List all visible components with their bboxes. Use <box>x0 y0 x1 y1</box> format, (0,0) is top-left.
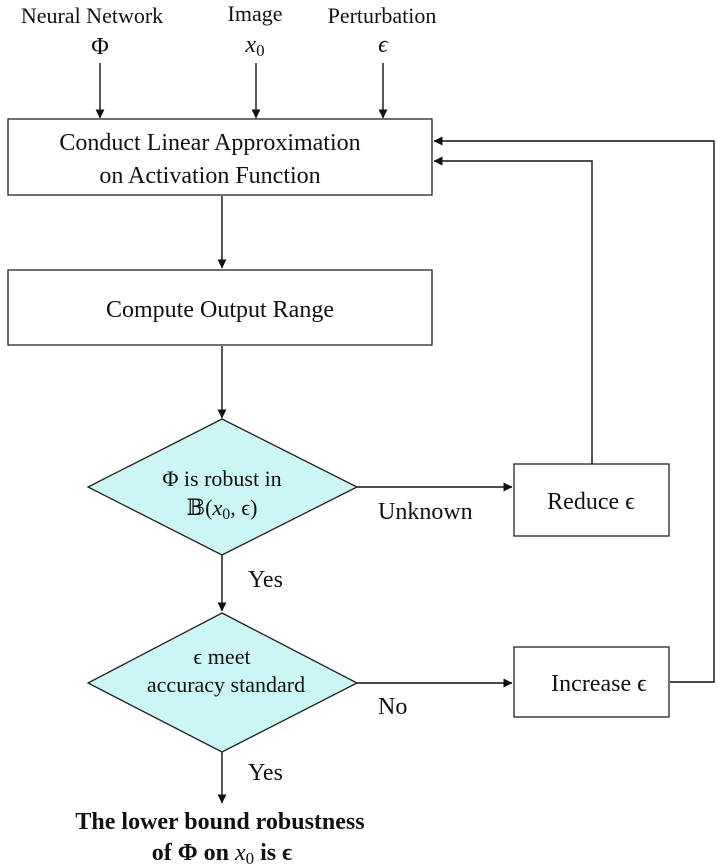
reduce-label: Reduce ϵ <box>547 489 635 515</box>
arrow-increase-to-approx <box>433 136 715 683</box>
accuracy-line1: ϵ meet <box>193 644 250 669</box>
result-prefix: of Φ on <box>152 840 235 866</box>
result-line1: The lower bound robustness <box>75 809 364 835</box>
image-sub: 0 <box>256 41 265 60</box>
approx-line2: on Activation Function <box>99 163 320 189</box>
input-image-label: Image <box>228 1 283 26</box>
label-yes-1: Yes <box>248 567 283 593</box>
input-network-label: Neural Network <box>21 3 163 28</box>
result-line2: of Φ on x0 is ϵ <box>152 840 293 866</box>
robust-ball: 𝔹( <box>187 495 213 520</box>
input-perturbation-symbol: ϵ <box>378 32 389 58</box>
approx-line1: Conduct Linear Approximation <box>59 130 360 156</box>
image-x: x <box>244 32 256 58</box>
approx-box <box>7 118 433 196</box>
label-no: No <box>378 694 407 720</box>
robust-line2: 𝔹(x0, ϵ) <box>187 495 258 523</box>
label-yes-2: Yes <box>248 760 283 786</box>
robust-sub: 0 <box>222 506 230 523</box>
result-x: x <box>234 840 246 866</box>
compute-label: Compute Output Range <box>106 297 334 323</box>
result-suffix: is ϵ <box>254 840 292 866</box>
increase-box <box>513 646 670 718</box>
increase-label: Increase ϵ <box>551 671 647 697</box>
label-unknown: Unknown <box>378 499 473 525</box>
result-sub: 0 <box>246 849 255 866</box>
compute-box <box>7 269 433 346</box>
input-image-symbol: x0 <box>244 32 264 60</box>
robust-rest: , ϵ) <box>230 495 257 520</box>
reduce-box <box>513 463 670 537</box>
input-network-symbol: Φ <box>91 34 109 60</box>
input-perturbation-label: Perturbation <box>328 3 437 28</box>
robust-x: x <box>211 495 222 520</box>
robust-line1: Φ is robust in <box>162 466 281 491</box>
accuracy-line2: accuracy standard <box>147 672 305 697</box>
arrow-reduce-to-approx <box>433 156 593 464</box>
